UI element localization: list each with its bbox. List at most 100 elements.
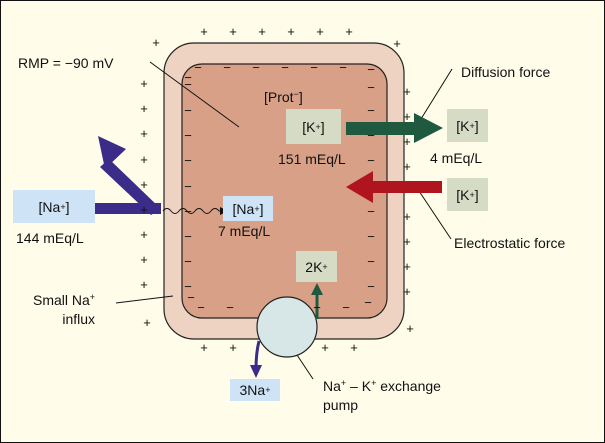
negative-charge-sign: −	[342, 300, 350, 315]
na-inside-close: ]	[259, 200, 264, 217]
diffusion-force-label: Diffusion force	[461, 64, 551, 80]
k-inside-concentration: 151 mEq/L	[278, 151, 346, 167]
negative-charge-sign: −	[367, 128, 375, 143]
negative-charge-sign: −	[252, 60, 260, 75]
k-outside-top-text: [K	[456, 117, 470, 134]
sodium-rebound-arrow	[95, 136, 161, 215]
positive-charge-sign: +	[143, 315, 151, 330]
positive-charge-sign: +	[140, 126, 148, 141]
negative-charge-sign: −	[194, 60, 202, 75]
positive-charge-sign: +	[403, 209, 411, 224]
negative-charge-sign: −	[184, 229, 192, 244]
k-inside-text: [K	[302, 118, 316, 135]
pump-label-exchange: exchange	[376, 378, 441, 394]
positive-charge-sign: +	[403, 284, 411, 299]
negative-charge-sign: −	[367, 204, 375, 219]
negative-charge-sign: −	[367, 103, 375, 118]
electrostatic-force-label: Electrostatic force	[454, 235, 566, 251]
positive-charge-sign: +	[140, 76, 148, 91]
small-na-influx-line1: Small Na	[33, 292, 90, 308]
protein-label-charge: −	[293, 89, 299, 99]
electrostatic-leader-line	[418, 190, 452, 240]
negative-charge-sign: −	[223, 60, 231, 75]
two-k-arrow	[311, 283, 323, 319]
positive-charge-sign: +	[403, 234, 411, 249]
rmp-leader-line	[149, 61, 240, 128]
diffusion-arrow	[346, 113, 443, 143]
negative-charge-sign: −	[184, 204, 192, 219]
small-influx-leader-line	[115, 295, 174, 304]
positive-charge-sign: +	[403, 259, 411, 274]
two-k-box: 2K+	[296, 251, 337, 282]
positive-charge-sign: +	[140, 202, 148, 217]
positive-charge-sign: +	[403, 84, 411, 99]
positive-charge-sign: +	[152, 35, 160, 50]
negative-charge-sign: −	[184, 77, 192, 92]
positive-charge-sign: +	[200, 340, 208, 355]
positive-charge-sign: +	[393, 36, 401, 51]
negative-charge-sign: −	[313, 300, 321, 315]
pump-label-k: – K	[346, 378, 372, 394]
negative-charge-sign: −	[367, 80, 375, 95]
pump-label-na: Na	[323, 378, 341, 394]
pump-label: Na+ – K+ exchange pump	[323, 378, 441, 413]
electrostatic-arrow	[346, 171, 442, 203]
positive-charge-sign: +	[258, 24, 266, 39]
small-influx-wavy-arrow	[162, 207, 228, 215]
positive-charge-sign: +	[229, 24, 237, 39]
na-inside-concentration: 7 mEq/L	[218, 223, 271, 239]
negative-charge-sign: −	[367, 254, 375, 269]
negative-charge-sign: −	[367, 153, 375, 168]
positive-charge-sign: +	[403, 109, 411, 124]
k-outside-top-close: ]	[474, 117, 479, 134]
positive-charge-sign: +	[403, 159, 411, 174]
positive-charge-sign: +	[287, 24, 295, 39]
negative-charge-sign: −	[226, 300, 234, 315]
pump-label-sup1: +	[340, 378, 347, 388]
negative-charge-sign: −	[364, 295, 372, 310]
negative-charge-sign: −	[367, 62, 375, 77]
na-outside-close: ]	[65, 198, 70, 215]
na-outside-text: [Na	[38, 198, 61, 215]
two-k-text: 2K	[305, 258, 323, 275]
k-outside-bottom-box: [K+]	[447, 178, 488, 211]
na-outside-concentration: 144 mEq/L	[16, 230, 84, 246]
protein-label: [Prot−]	[264, 89, 303, 105]
positive-charge-sign: +	[345, 24, 353, 39]
positive-charge-sign: +	[140, 277, 148, 292]
negative-charge-sign: −	[197, 300, 205, 315]
negative-charge-sign: −	[184, 128, 192, 143]
k-inside-box: [K+]	[286, 109, 341, 144]
negative-charge-sign: −	[367, 279, 375, 294]
negative-charge-sign: −	[310, 60, 318, 75]
negative-charge-sign: −	[184, 70, 192, 85]
k-outside-concentration: 4 mEq/L	[430, 150, 483, 166]
positive-charge-sign: +	[140, 101, 148, 116]
negative-charge-sign: −	[184, 279, 192, 294]
negative-charge-sign: −	[184, 103, 192, 118]
negative-charge-sign: −	[184, 254, 192, 269]
na-inside-text: [Na	[232, 200, 255, 217]
small-na-influx-line2: influx	[62, 311, 96, 327]
negative-charge-sign: −	[339, 60, 347, 75]
positive-charge-sign: +	[200, 24, 208, 39]
na-outside-box: [Na+]	[13, 190, 95, 223]
pump-label-pump: pump	[323, 397, 359, 413]
negative-charge-sign: −	[184, 179, 192, 194]
positive-charge-sign: +	[321, 340, 329, 355]
pump-label-sup2: +	[371, 378, 377, 388]
positive-charge-sign: +	[140, 227, 148, 242]
positive-charge-sign: +	[140, 152, 148, 167]
three-na-arrow	[250, 340, 262, 378]
positive-charge-sign: +	[350, 340, 358, 355]
negative-charge-sign: −	[367, 229, 375, 244]
three-na-box: 3Na+	[230, 379, 280, 401]
negative-charge-sign: −	[281, 60, 289, 75]
three-na-text: 3Na	[239, 382, 266, 398]
rmp-label: RMP = −90 mV	[18, 55, 114, 71]
protein-label-close: ]	[298, 89, 303, 105]
na-inside-box: [Na+]	[223, 196, 273, 221]
small-na-influx-sup: +	[89, 292, 96, 302]
negative-charge-sign: −	[187, 290, 195, 305]
